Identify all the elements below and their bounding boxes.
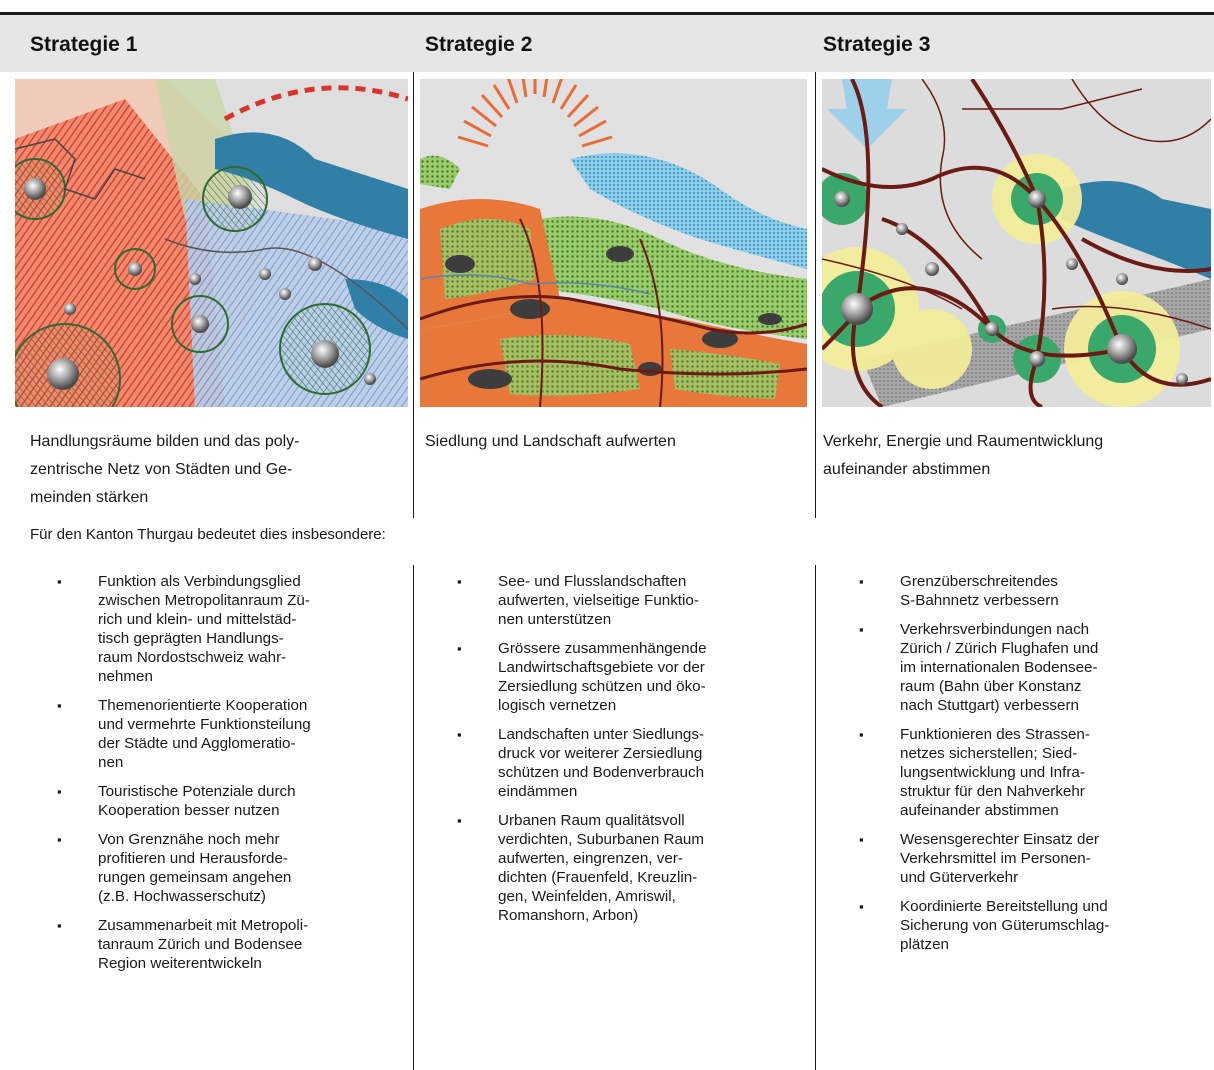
bullet-item: ▪ Funktionieren des Strassen-netzes siche… bbox=[832, 725, 1214, 820]
strategy-1-caption: Handlungsräume bilden und das poly-zentr… bbox=[30, 433, 300, 506]
intro-text: Für den Kanton Thurgau bedeutet dies ins… bbox=[30, 526, 386, 543]
bullet-marker-icon: ▪ bbox=[57, 918, 62, 933]
column-divider bbox=[815, 72, 816, 518]
bullet-marker-icon: ▪ bbox=[457, 574, 462, 589]
bullet-text: Funktionieren des Strassen-netzes sicher… bbox=[900, 726, 1090, 819]
bullet-item: ▪ Zusammenarbeit mit Metropoli-tanraum Zü… bbox=[30, 916, 413, 973]
bullet-marker-icon: ▪ bbox=[859, 727, 864, 742]
map-strategy-3 bbox=[822, 79, 1211, 407]
strategy-3-title: Strategie 3 bbox=[823, 33, 931, 56]
top-rule bbox=[0, 12, 1214, 15]
column-divider bbox=[413, 72, 414, 518]
map-strategy-1 bbox=[15, 79, 408, 407]
bullet-marker-icon: ▪ bbox=[457, 727, 462, 742]
bullet-marker-icon: ▪ bbox=[57, 832, 62, 847]
column-divider bbox=[815, 565, 816, 1070]
strategy-2-caption: Siedlung und Landschaft aufwerten bbox=[425, 433, 676, 450]
header-band bbox=[0, 15, 1214, 72]
strategy-2-title: Strategie 2 bbox=[425, 33, 533, 56]
bullet-marker-icon: ▪ bbox=[457, 813, 462, 828]
bullet-marker-icon: ▪ bbox=[57, 784, 62, 799]
bullet-marker-icon: ▪ bbox=[859, 622, 864, 637]
bullet-marker-icon: ▪ bbox=[859, 574, 864, 589]
bullet-marker-icon: ▪ bbox=[859, 899, 864, 914]
bullet-marker-icon: ▪ bbox=[57, 698, 62, 713]
bullet-text: Landschaften unter Siedlungs-druck vor w… bbox=[498, 726, 705, 800]
strategy-1-title: Strategie 1 bbox=[30, 33, 138, 56]
bullet-marker-icon: ▪ bbox=[57, 574, 62, 589]
bullet-text: Zusammenarbeit mit Metropoli-tanraum Zür… bbox=[98, 917, 309, 972]
column-divider bbox=[413, 565, 414, 1070]
map-strategy-2 bbox=[420, 79, 807, 407]
bullet-item: ▪ Landschaften unter Siedlungs-druck vor … bbox=[430, 725, 815, 801]
bullet-marker-icon: ▪ bbox=[859, 832, 864, 847]
bullet-marker-icon: ▪ bbox=[457, 641, 462, 656]
